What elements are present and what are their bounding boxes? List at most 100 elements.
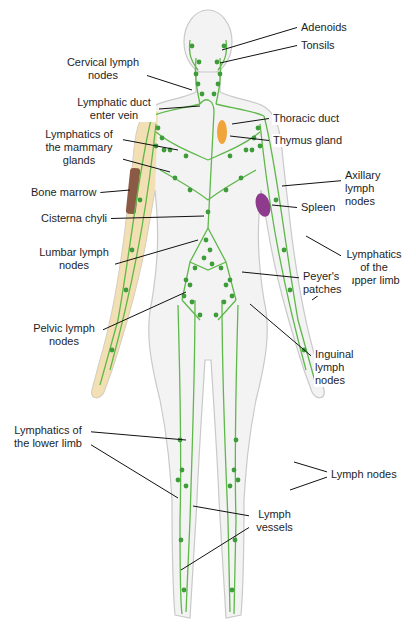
lymph-node-dot (162, 148, 167, 153)
lymph-node-dot (215, 60, 220, 65)
part-label: Lymph nodes (330, 468, 398, 481)
lymph-node-dot (124, 288, 129, 293)
part-label: Cisterna chyli (40, 212, 108, 225)
lymph-node-dot (202, 256, 207, 261)
leader-line (193, 506, 249, 516)
lymph-node-dot (256, 126, 261, 131)
lymph-node-dot (160, 136, 165, 141)
lymph-node-dot (224, 283, 229, 288)
lymph-node-dots (110, 44, 307, 593)
lymph-node-dot (208, 248, 213, 253)
leader-line (306, 236, 341, 256)
part-label: Axillary lymph nodes (344, 169, 394, 208)
leader-line (232, 119, 269, 125)
lymph-node-dot (182, 588, 187, 593)
lymph-node-dot (176, 478, 181, 483)
lymph-node-dot (180, 468, 185, 473)
lymph-node-dot (188, 188, 193, 193)
lymph-node-dot (188, 283, 193, 288)
part-label: Lymphatics of the mammary glands (38, 128, 120, 167)
lymph-node-dot (236, 478, 241, 483)
lymph-node-dot (222, 44, 227, 49)
lymph-node-dot (252, 136, 257, 141)
part-label: Spleen (300, 201, 336, 214)
lymph-node-dot (198, 313, 203, 318)
part-label: Lymph vessels (252, 508, 297, 534)
leader-line (181, 528, 249, 571)
lymph-node-dot (222, 300, 227, 305)
part-label: Cervical lymph nodes (62, 56, 144, 82)
lymph-node-dot (184, 278, 189, 283)
part-label: Lymphatics of the upper limb (344, 248, 404, 287)
lymph-node-dot (156, 126, 161, 131)
lymph-node-dot (219, 266, 224, 271)
leader-line (250, 304, 311, 356)
lymph-node-dot (212, 92, 217, 97)
part-label: Peyer's patches (302, 270, 352, 296)
lymph-node-dot (288, 288, 293, 293)
lymph-node-dot (173, 176, 178, 181)
lymph-node-dot (193, 266, 198, 271)
leader-line (115, 240, 198, 264)
lymph-node-dot (206, 210, 211, 215)
lymph-node-dot (228, 154, 233, 159)
lymph-node-dot (182, 294, 187, 299)
leader-line (91, 445, 178, 498)
lymph-node-dot (274, 198, 279, 203)
leader-line (100, 190, 130, 193)
lymph-node-dot (190, 300, 195, 305)
lymph-node-dot (204, 238, 209, 243)
leader-line (222, 28, 297, 51)
lymph-node-dot (216, 82, 221, 87)
leader-line (242, 272, 299, 278)
leader-line (111, 216, 204, 219)
lymph-node-dot (184, 154, 189, 159)
lymph-node-dot (200, 92, 205, 97)
leader-line (123, 159, 170, 172)
part-label: Inguinal lymph nodes (314, 348, 364, 387)
lymph-node-dot (210, 262, 215, 267)
part-label: Bone marrow (30, 186, 97, 199)
lymph-node-dot (190, 44, 195, 49)
lymph-node-dot (244, 148, 249, 153)
part-label: Thymus gland (272, 134, 343, 147)
lymph-node-dot (239, 176, 244, 181)
lymph-node-dot (282, 248, 287, 253)
lymph-node-dot (228, 484, 233, 489)
lymph-node-dot (196, 82, 201, 87)
leader-line (230, 136, 269, 141)
part-label: Adenoids (300, 21, 348, 34)
leader-line (290, 477, 327, 490)
lymph-node-dot (250, 148, 255, 153)
leader-line (220, 46, 297, 64)
part-label: Lymphatics of the lower limb (8, 424, 88, 450)
lymph-node-dot (230, 588, 235, 593)
lymph-node-dot (234, 438, 239, 443)
part-label: Lumbar lymph nodes (36, 246, 112, 272)
part-label: Lymphatic duct enter vein (72, 96, 156, 122)
leader-line (282, 181, 341, 186)
leader-line (147, 76, 192, 91)
part-label: Pelvic lymph nodes (28, 322, 100, 348)
thymus-shape (217, 120, 227, 144)
lymph-node-dot (228, 278, 233, 283)
lymph-node-dot (184, 484, 189, 489)
lymph-node-dot (224, 188, 229, 193)
leader-line (294, 462, 327, 472)
lymph-node-dot (194, 72, 199, 77)
leader-line (272, 205, 297, 208)
leader-line (103, 292, 186, 330)
lymph-vessels (100, 40, 316, 614)
lymph-node-dot (138, 198, 143, 203)
part-label: Tonsils (300, 39, 336, 52)
lymph-node-dot (130, 248, 135, 253)
leader-line (123, 140, 178, 150)
lymph-node-dot (179, 538, 184, 543)
spleen-shape (253, 192, 273, 219)
lymph-node-dot (110, 348, 115, 353)
lymph-node-dot (258, 144, 263, 149)
leader-line (91, 432, 186, 440)
